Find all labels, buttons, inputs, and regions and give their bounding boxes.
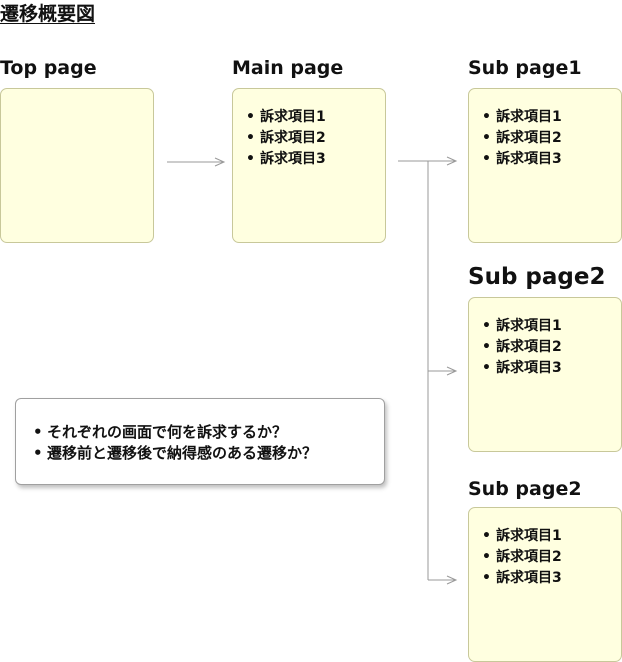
diagram-title: 遷移概要図 <box>0 3 96 25</box>
sub-page2-second-item: 訴求項目1 <box>482 526 621 547</box>
main-to-sub-arrows <box>398 156 458 585</box>
sub-page1-box: 訴求項目1 訴求項目2 訴求項目3 <box>468 88 622 243</box>
sub-page2-second-items: 訴求項目1 訴求項目2 訴求項目3 <box>482 526 621 589</box>
main-page-item: 訴求項目1 <box>246 107 385 128</box>
sub-page2-item: 訴求項目2 <box>482 337 621 358</box>
sub-page2-item: 訴求項目3 <box>482 358 621 379</box>
main-page-box: 訴求項目1 訴求項目2 訴求項目3 <box>232 88 386 243</box>
top-to-main-arrow <box>167 157 226 167</box>
note-box: それぞれの画面で何を訴求するか？ 遷移前と遷移後で納得感のある遷移か？ <box>15 398 385 485</box>
top-page-label: Top page <box>0 57 97 79</box>
note-item: それぞれの画面で何を訴求するか？ <box>33 422 384 443</box>
sub-page2-second-label: Sub page2 <box>468 478 582 500</box>
main-page-label: Main page <box>232 57 344 79</box>
sub-page1-item: 訴求項目2 <box>482 128 621 149</box>
note-item: 遷移前と遷移後で納得感のある遷移か？ <box>33 443 384 464</box>
sub-page2-label: Sub page2 <box>468 264 606 290</box>
note-items: それぞれの画面で何を訴求するか？ 遷移前と遷移後で納得感のある遷移か？ <box>33 422 384 464</box>
main-page-item: 訴求項目2 <box>246 128 385 149</box>
sub-page1-item: 訴求項目3 <box>482 149 621 170</box>
sub-page1-label: Sub page1 <box>468 57 582 79</box>
sub-page2-box: 訴求項目1 訴求項目2 訴求項目3 <box>468 297 622 452</box>
sub-page1-item: 訴求項目1 <box>482 107 621 128</box>
sub-page2-item: 訴求項目1 <box>482 316 621 337</box>
sub-page2-second-box: 訴求項目1 訴求項目2 訴求項目3 <box>468 507 622 662</box>
main-page-items: 訴求項目1 訴求項目2 訴求項目3 <box>246 107 385 170</box>
sub-page1-items: 訴求項目1 訴求項目2 訴求項目3 <box>482 107 621 170</box>
main-page-item: 訴求項目3 <box>246 149 385 170</box>
sub-page2-second-item: 訴求項目2 <box>482 547 621 568</box>
sub-page2-second-item: 訴求項目3 <box>482 568 621 589</box>
sub-page2-items: 訴求項目1 訴求項目2 訴求項目3 <box>482 316 621 379</box>
top-page-box <box>0 88 154 243</box>
